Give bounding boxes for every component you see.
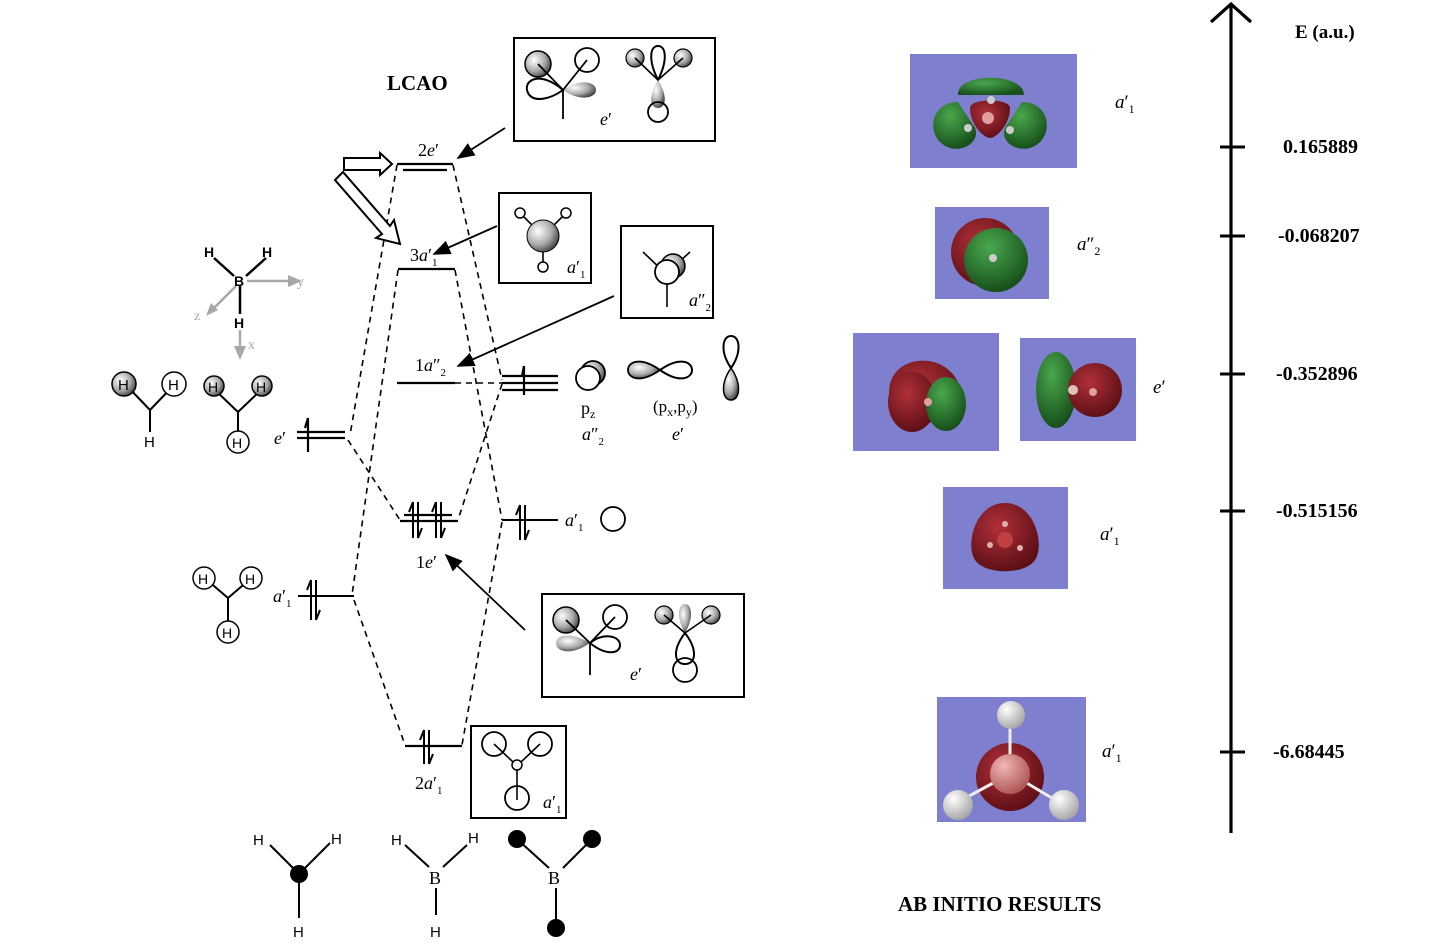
svg-text:H: H xyxy=(198,571,208,587)
bottom-bh3-molecule: B H H H xyxy=(391,830,479,941)
h3-a1-level xyxy=(298,579,354,621)
arrow-to-2e xyxy=(456,127,506,159)
energy-value-label: -6.68445 xyxy=(1273,741,1345,763)
svg-text:H: H xyxy=(391,832,402,849)
mo-level-1e xyxy=(400,513,458,523)
svg-text:e′: e′ xyxy=(600,109,612,129)
svg-text:H: H xyxy=(232,435,242,451)
svg-text:B: B xyxy=(429,868,441,888)
ab-initio-orbital-1 xyxy=(935,207,1049,299)
axis-x-label: x xyxy=(248,338,255,353)
arrow-to-1a2 xyxy=(456,295,615,367)
ab-initio-orbital-2a xyxy=(853,333,999,451)
s-orbital-icon xyxy=(600,506,626,532)
svg-text:H: H xyxy=(253,832,264,849)
box-1a2-orbitals: a″2 xyxy=(620,225,714,319)
h3-e-combination-1: H H H xyxy=(111,371,187,451)
orbital-symmetry-label: a″2 xyxy=(1077,234,1100,258)
h3-e-label: e′ xyxy=(274,428,286,448)
ab-initio-orbital-2b xyxy=(1020,338,1136,441)
correlation-lines xyxy=(347,164,503,746)
energy-value-label: -0.352896 xyxy=(1276,363,1358,385)
box-2a1-orbitals: a′1 xyxy=(470,725,567,819)
svg-text:H: H xyxy=(168,377,179,394)
svg-text:a′1: a′1 xyxy=(543,792,561,816)
h3-a1-combination: H H H xyxy=(192,566,263,644)
orbital-symmetry-label: a′1 xyxy=(1115,92,1135,116)
svg-text:H: H xyxy=(262,244,272,260)
pz-orbital-icon xyxy=(575,360,606,391)
pxpy-label: (px,py) xyxy=(653,397,698,419)
pz-sym-label: a″2 xyxy=(582,424,604,448)
box-1e-orbitals: e′ xyxy=(541,593,745,698)
boron-p-levels xyxy=(502,365,558,395)
svg-text:H: H xyxy=(144,434,155,451)
h3-e-combination-2: H H H xyxy=(203,375,273,454)
svg-text:B: B xyxy=(234,273,244,289)
svg-text:H: H xyxy=(331,831,342,848)
bottom-h3-molecule: H H H xyxy=(253,831,342,941)
electron-pair-1e xyxy=(408,501,446,539)
svg-text:H: H xyxy=(204,244,214,260)
pz-label: pz xyxy=(581,398,595,421)
svg-text:H: H xyxy=(234,315,244,331)
svg-text:e′: e′ xyxy=(630,664,642,684)
ab-initio-symmetry-labels: a′1 a″2 e′ a′1 a′1 xyxy=(1077,92,1166,765)
mo-label-1e: 1e′ xyxy=(416,552,437,572)
svg-text:H: H xyxy=(430,924,441,941)
mo-label-2e: 2e′ xyxy=(418,140,439,160)
energy-axis xyxy=(1209,1,1253,833)
ab-initio-title: AB INITIO RESULTS xyxy=(898,892,1101,916)
energy-axis-label: E (a.u.) xyxy=(1295,22,1355,43)
h3-e-level xyxy=(297,417,345,452)
h3-a1-label: a′1 xyxy=(273,586,291,610)
energy-value-label: -0.515156 xyxy=(1276,500,1358,522)
svg-text:H: H xyxy=(208,379,218,395)
mo-label-2a1: 2a′1 xyxy=(415,773,442,797)
mo-label-3a1: 3a′1 xyxy=(410,245,437,269)
pxpy-sym-label: e′ xyxy=(672,424,684,444)
box-3a1-orbitals: a′1 xyxy=(498,192,592,284)
boron-s-level xyxy=(502,504,558,541)
svg-text:H: H xyxy=(468,830,479,847)
energy-value-label: 0.165889 xyxy=(1283,136,1358,158)
py-orbital-icon xyxy=(722,334,740,401)
boron-s-label: a′1 xyxy=(565,510,583,534)
hollow-arrow-diagonal-icon xyxy=(333,170,402,246)
bh3-axes-molecule: B H H H y z x xyxy=(194,244,304,360)
svg-text:H: H xyxy=(256,379,266,395)
orbital-symmetry-label: a′1 xyxy=(1100,524,1120,548)
svg-text:H: H xyxy=(245,571,255,587)
orbital-symmetry-label: a′1 xyxy=(1102,741,1122,765)
svg-text:a′1: a′1 xyxy=(567,257,585,281)
arrow-to-1e xyxy=(444,553,526,631)
lcao-title: LCAO xyxy=(387,71,448,95)
ab-initio-orbital-0 xyxy=(910,54,1077,168)
svg-text:a″2: a″2 xyxy=(689,290,711,314)
orbital-symmetry-label: e′ xyxy=(1153,377,1166,398)
svg-text:B: B xyxy=(548,868,560,888)
energy-ticks: 0.165889 -0.068207 -0.352896 -0.515156 -6.68… xyxy=(1220,136,1360,763)
electron-pair-2a1 xyxy=(419,729,434,765)
energy-value-label: -0.068207 xyxy=(1278,225,1360,247)
axis-z-label: z xyxy=(194,309,200,324)
svg-text:H: H xyxy=(293,924,304,941)
arrow-to-3a1 xyxy=(432,225,498,255)
hollow-arrow-right-icon xyxy=(343,150,394,178)
bottom-bh3-orbital-molecule: B xyxy=(508,830,601,937)
svg-text:H: H xyxy=(118,377,129,394)
mo-label-1a2: 1a″2 xyxy=(415,355,446,379)
ab-initio-orbital-3 xyxy=(943,487,1068,589)
svg-text:H: H xyxy=(222,625,232,641)
ab-initio-orbital-4 xyxy=(937,697,1086,822)
axis-y-label: y xyxy=(297,275,304,290)
box-2e-orbitals: e′ xyxy=(513,37,716,142)
px-orbital-icon xyxy=(627,360,694,380)
mo-level-2e xyxy=(397,162,453,172)
